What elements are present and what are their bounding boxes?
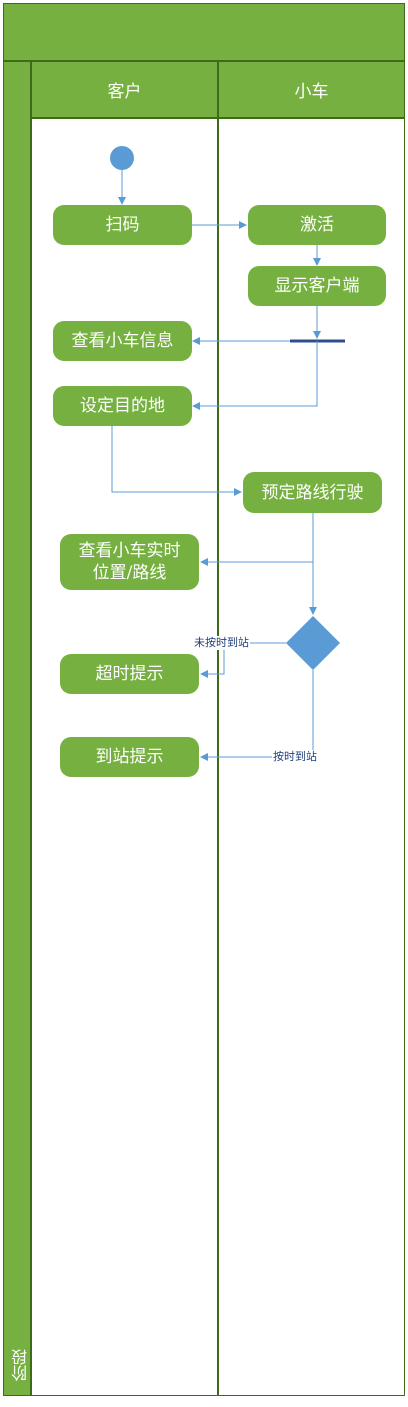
stage-bar: 阶段	[3, 61, 31, 1396]
decision-diamond	[286, 616, 340, 670]
node-set-destination: 设定目的地	[53, 386, 192, 426]
edge-label-not-on-time: 未按时到站	[193, 636, 250, 650]
start-node	[110, 146, 134, 170]
edge-drive-realtime	[200, 513, 314, 566]
node-timeout-alert: 超时提示	[60, 654, 199, 694]
edge-fork-set-dest	[192, 341, 318, 410]
node-activate: 激活	[248, 205, 386, 245]
edge-decision-timeout	[200, 642, 286, 678]
pool-title-bar	[3, 3, 405, 61]
node-scan: 扫码	[53, 205, 192, 245]
node-view-realtime: 查看小车实时 位置/路线	[60, 534, 199, 590]
node-arrival-alert: 到站提示	[60, 737, 199, 777]
edge-decision-arrival	[200, 670, 314, 761]
node-show-client: 显示客户端	[248, 266, 386, 306]
lane-header-customer: 客户	[31, 61, 218, 118]
lane-header-cart: 小车	[218, 61, 405, 118]
edge-label-on-time: 按时到站	[272, 750, 318, 764]
node-view-cart-info: 查看小车信息	[53, 321, 192, 361]
node-drive-route: 预定路线行驶	[243, 472, 382, 513]
edge-dest-drive	[111, 426, 242, 496]
